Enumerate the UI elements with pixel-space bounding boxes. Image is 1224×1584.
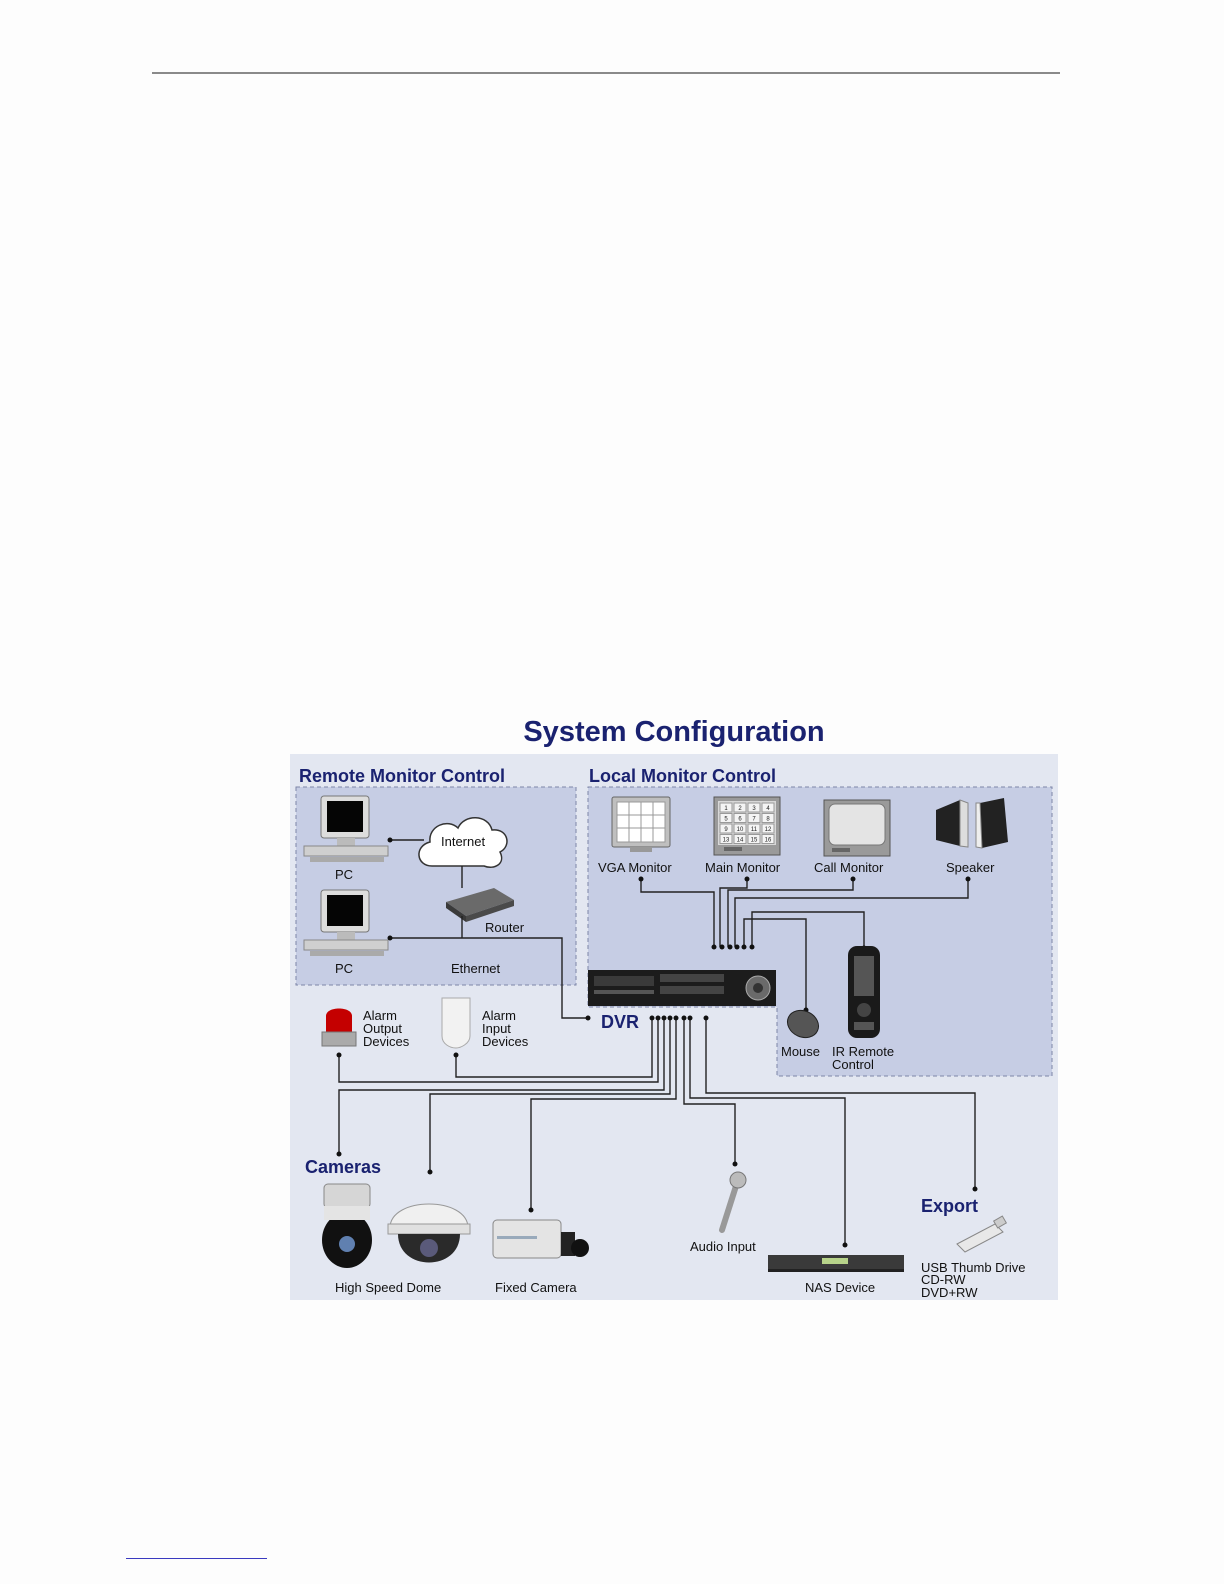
pc-bottom-label: PC: [335, 961, 353, 976]
high-speed-dome-label: High Speed Dome: [335, 1280, 441, 1295]
alarm-output-label-1: Alarm: [363, 1008, 397, 1023]
main-monitor-cell: [733, 813, 747, 823]
internet-label: Internet: [441, 834, 485, 849]
main-monitor-cell: [733, 802, 747, 813]
main-monitor-cell: [761, 802, 775, 813]
mouse-icon: [786, 1009, 820, 1039]
alarm-input-label-1: Alarm: [482, 1008, 516, 1023]
main-monitor-cell: [733, 834, 747, 844]
main-monitor-cell: [719, 834, 733, 844]
main-monitor-cell-label: 9: [724, 827, 728, 833]
dome-camera-icon: [387, 1203, 471, 1263]
speed-dome-camera-icon: [322, 1183, 372, 1268]
vga-monitor-icon: [611, 796, 671, 852]
fixed-camera-label: Fixed Camera: [495, 1280, 577, 1295]
ethernet-dvr-wire: [390, 937, 588, 1019]
main-monitor-cell-label: 13: [723, 838, 730, 844]
main-monitor-cell: [719, 802, 733, 813]
main-monitor-cell-label: 14: [737, 838, 744, 844]
header-rule: [152, 72, 1060, 74]
alarm-input-icon: [441, 997, 471, 1049]
alarm-input-label-2: Input: [482, 1021, 511, 1036]
export-label-1: USB Thumb Drive: [921, 1260, 1026, 1275]
vga-monitor-label: VGA Monitor: [598, 860, 672, 875]
remote-section-title: Remote Monitor Control: [299, 766, 505, 786]
alarm-output-icon: [321, 1008, 357, 1047]
nas-device-icon: [768, 1255, 904, 1272]
main-monitor-cell-label: 3: [752, 806, 756, 812]
pc-top-icon: [303, 795, 389, 862]
dvr-label: DVR: [601, 1012, 639, 1032]
call-monitor-icon: [823, 799, 891, 857]
cloud-icon: [418, 817, 508, 868]
speaker-icon: [936, 798, 1008, 849]
main-monitor-cell-label: 12: [765, 827, 772, 833]
main-monitor-cell-label: 11: [751, 827, 758, 833]
export-section-title: Export: [921, 1196, 978, 1216]
main-monitor-cell: [747, 823, 761, 834]
alarm-output-label-2: Output: [363, 1021, 402, 1036]
footer-link-rule: [126, 1558, 267, 1559]
nas-device-label: NAS Device: [805, 1280, 875, 1295]
alarm-output-label-3: Devices: [363, 1034, 410, 1049]
cameras-section-title: Cameras: [305, 1157, 381, 1177]
alarm-input-label-3: Devices: [482, 1034, 529, 1049]
local-section-title: Local Monitor Control: [589, 766, 776, 786]
main-monitor-cell: [761, 823, 775, 834]
main-monitor-cell: [747, 834, 761, 844]
main-monitor-cell-label: 2: [738, 806, 742, 812]
diagram-title: System Configuration: [523, 716, 825, 748]
main-monitor-cell-label: 10: [737, 827, 744, 833]
export-label-2: CD-RW: [921, 1272, 966, 1287]
speaker-label: Speaker: [946, 860, 995, 875]
dvr-bottom-wires: [336, 1015, 978, 1248]
pc-top-label: PC: [335, 867, 353, 882]
ir-remote-label-1: IR Remote: [832, 1044, 894, 1059]
ethernet-label: Ethernet: [451, 961, 501, 976]
ir-remote-icon: [848, 946, 880, 1038]
local-wires: [638, 876, 971, 1013]
main-monitor-cell: [747, 802, 761, 813]
mouse-label: Mouse: [781, 1044, 820, 1059]
main-monitor-label: Main Monitor: [705, 860, 781, 875]
usb-drive-icon: [956, 1215, 1008, 1253]
main-monitor-cell: [733, 823, 747, 834]
main-monitor-cell: [761, 834, 775, 844]
main-monitor-cell: [719, 823, 733, 834]
main-monitor-cell: [747, 813, 761, 823]
fixed-camera-icon: [492, 1219, 589, 1259]
call-monitor-label: Call Monitor: [814, 860, 884, 875]
microphone-icon: [719, 1171, 747, 1233]
main-monitor-cell-label: 4: [766, 806, 770, 812]
main-monitor-cell-label: 7: [752, 817, 756, 823]
main-monitor-cell: [719, 813, 733, 823]
main-monitor-cell-label: 8: [766, 817, 770, 823]
main-monitor-cell-label: 1: [724, 806, 728, 812]
main-monitor-cell-label: 16: [765, 838, 772, 844]
pc-bottom-icon: [303, 889, 389, 956]
ir-remote-label-2: Control: [832, 1057, 874, 1072]
router-label: Router: [485, 920, 525, 935]
main-monitor-cell-label: 6: [738, 817, 742, 823]
router-icon: [446, 888, 514, 922]
main-monitor-cell-label: 15: [751, 838, 758, 844]
main-monitor-cell: [761, 813, 775, 823]
dvr-icon: [588, 970, 776, 1006]
export-label-3: DVD+RW: [921, 1285, 978, 1300]
main-monitor-cell-label: 5: [724, 817, 728, 823]
audio-input-label: Audio Input: [690, 1239, 756, 1254]
